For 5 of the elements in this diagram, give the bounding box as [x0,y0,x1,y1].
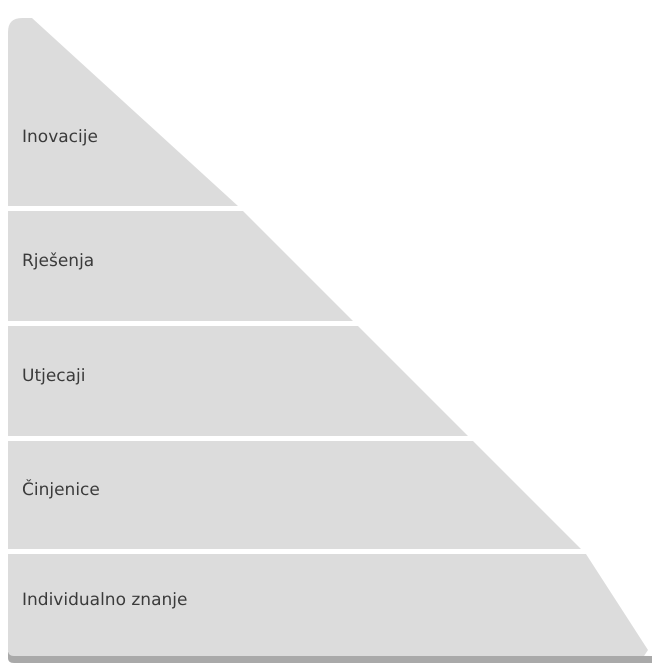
level-label: Inovacije [22,127,98,147]
level-label: Činjenice [22,480,100,500]
level-label: Individualno znanje [22,590,188,610]
level-label: Rješenja [22,251,94,271]
level-label: Utjecaji [22,366,86,386]
